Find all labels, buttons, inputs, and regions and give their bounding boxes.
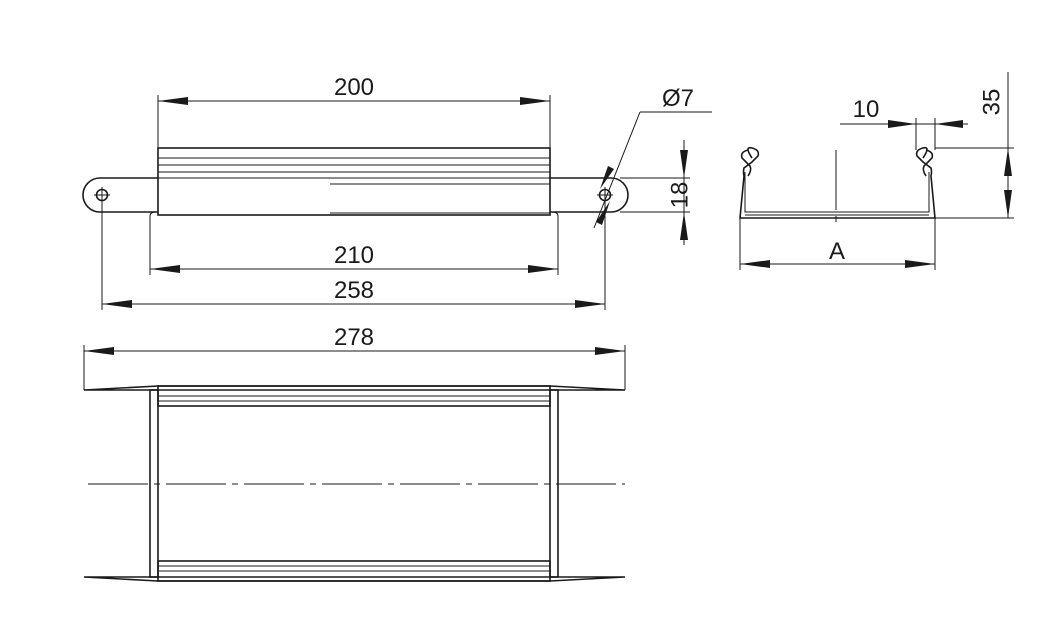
dimension-hole-diameter: Ø7	[593, 85, 712, 229]
arrowhead	[935, 120, 963, 128]
dim-label-hole: Ø7	[662, 85, 694, 112]
left-foot	[149, 211, 157, 228]
dim-label-18: 18	[667, 182, 694, 209]
dim-label-210: 210	[334, 242, 374, 269]
dimension-210: 210	[149, 228, 559, 275]
arrowhead	[1004, 148, 1012, 176]
top-view	[83, 385, 626, 582]
side-view	[739, 146, 936, 222]
dim-label-a: A	[829, 238, 845, 265]
channel-inner	[744, 172, 930, 213]
arrowhead	[680, 150, 688, 178]
front-view	[82, 147, 629, 228]
dim-label-258: 258	[334, 277, 374, 304]
channel-outer	[739, 146, 936, 219]
arrowhead	[740, 260, 770, 268]
right-lug	[550, 177, 629, 213]
dimension-18: 18	[620, 140, 694, 245]
arrowhead	[888, 120, 916, 128]
dimension-35: 35	[935, 72, 1014, 219]
arrowhead	[680, 212, 688, 240]
arrowhead	[600, 166, 614, 189]
arrowhead	[520, 97, 550, 105]
right-foot	[551, 211, 559, 228]
dimension-10: 10	[840, 96, 968, 150]
arrowhead	[596, 201, 610, 225]
dimension-a: A	[739, 218, 936, 270]
arrowhead	[905, 260, 935, 268]
arrowhead	[84, 347, 114, 355]
arrowhead	[528, 265, 558, 273]
dim-label-35: 35	[979, 89, 1006, 116]
dim-label-10: 10	[853, 96, 880, 123]
left-lug	[82, 177, 158, 213]
dim-label-278: 278	[334, 324, 374, 351]
arrowhead	[595, 347, 625, 355]
dim-label-200: 200	[334, 74, 374, 101]
leader-line	[593, 111, 641, 229]
right-lip	[922, 149, 934, 177]
arrowhead	[150, 265, 180, 273]
arrowhead	[575, 300, 605, 308]
dimension-200: 200	[157, 74, 551, 148]
arrowhead	[158, 97, 188, 105]
dimension-258: 258	[101, 203, 606, 310]
left-lip	[740, 149, 752, 177]
dimension-278: 278	[83, 324, 626, 390]
rail-body	[157, 147, 551, 216]
arrowhead	[102, 300, 132, 308]
arrowhead	[1004, 190, 1012, 218]
